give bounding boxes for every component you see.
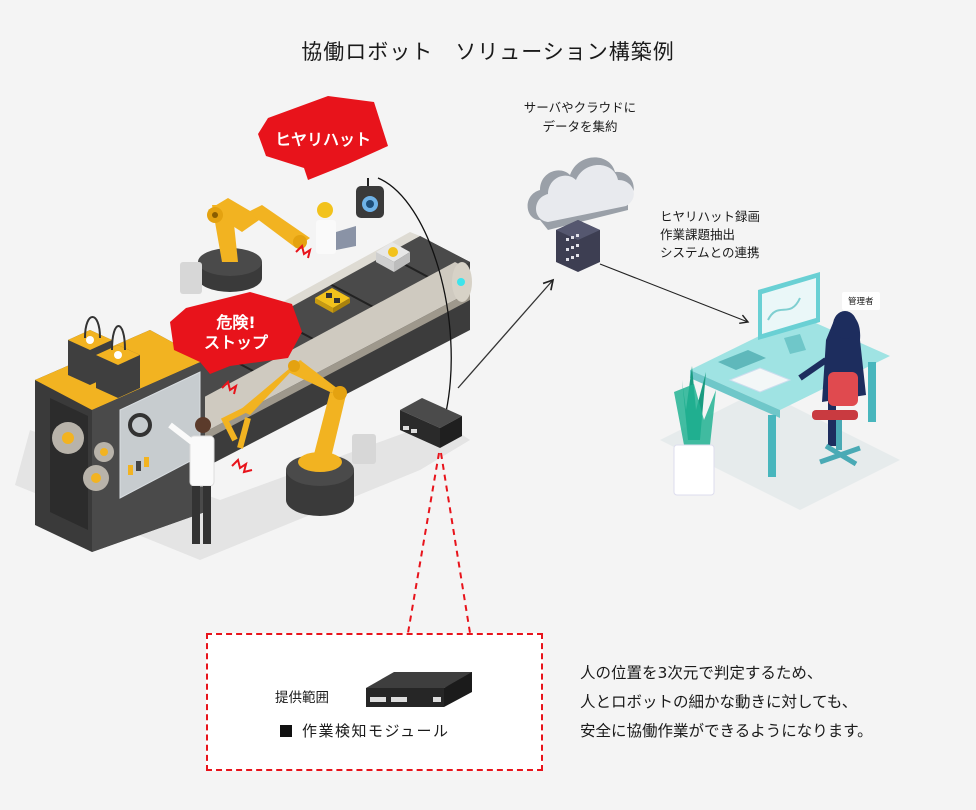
stop-label: ストップ [203,333,268,352]
scope-connector-left [407,452,440,634]
cloud-label: サーバやクラウドに データを集約 [500,98,660,136]
scope-connector-right [440,452,471,634]
scope-label: 提供範囲 [275,690,329,706]
near-miss-label: ヒヤリハット [274,130,371,149]
robot-arm-front [220,360,376,516]
machine-unit [35,316,205,552]
arrow-to-admin [599,263,750,324]
diagram-title: 協働ロボット ソリューション構築例 [301,40,675,64]
near-miss-bubble: ヒヤリハット [258,96,388,180]
scope-item-label: 作業検知モジュール [302,722,450,740]
danger-label: 危険! [216,313,256,332]
bullet-square-icon [280,725,292,737]
link-label-line: ヒヤリハット録画 [660,209,761,224]
description: 人の位置を3次元で判定するため、 人とロボットの細かな動きに対しても、 安全に協… [580,659,873,746]
cable-line [377,177,452,413]
detection-module-icon [400,398,462,448]
robot-arm-back [180,198,310,294]
clash-mark-icon [221,244,312,474]
danger-stop-bubble: 危険! ストップ [170,292,302,374]
cloud-server-icon [527,157,634,272]
admin-tag: 管理者 [842,292,880,310]
scope-item: 作業検知モジュール [280,720,449,741]
chip-item-icon [315,288,350,313]
camera-icon [356,178,384,218]
cloud-label-line: サーバやクラウドに [523,100,637,115]
link-label-line: システムとの連携 [660,245,760,260]
arrow-to-cloud [457,278,555,389]
system-link-label: ヒヤリハット録画 作業課題抽出 システムとの連携 [660,208,760,262]
gear-icon [52,422,114,491]
admin-desk-scene [660,272,900,510]
cloud-label-line: データを集約 [542,119,618,134]
description-line: 安全に協働作業ができるようになります。 [580,722,873,740]
engineer-figure [316,202,356,254]
box-item-icon [376,242,410,272]
laptop-icon [336,226,356,250]
module-device-icon [366,672,472,707]
worker-figure [168,417,215,544]
description-line: 人とロボットの細かな動きに対しても、 [580,693,858,711]
link-label-line: 作業課題抽出 [660,227,736,242]
description-line: 人の位置を3次元で判定するため、 [580,664,823,682]
sensor-light-icon [457,278,465,286]
